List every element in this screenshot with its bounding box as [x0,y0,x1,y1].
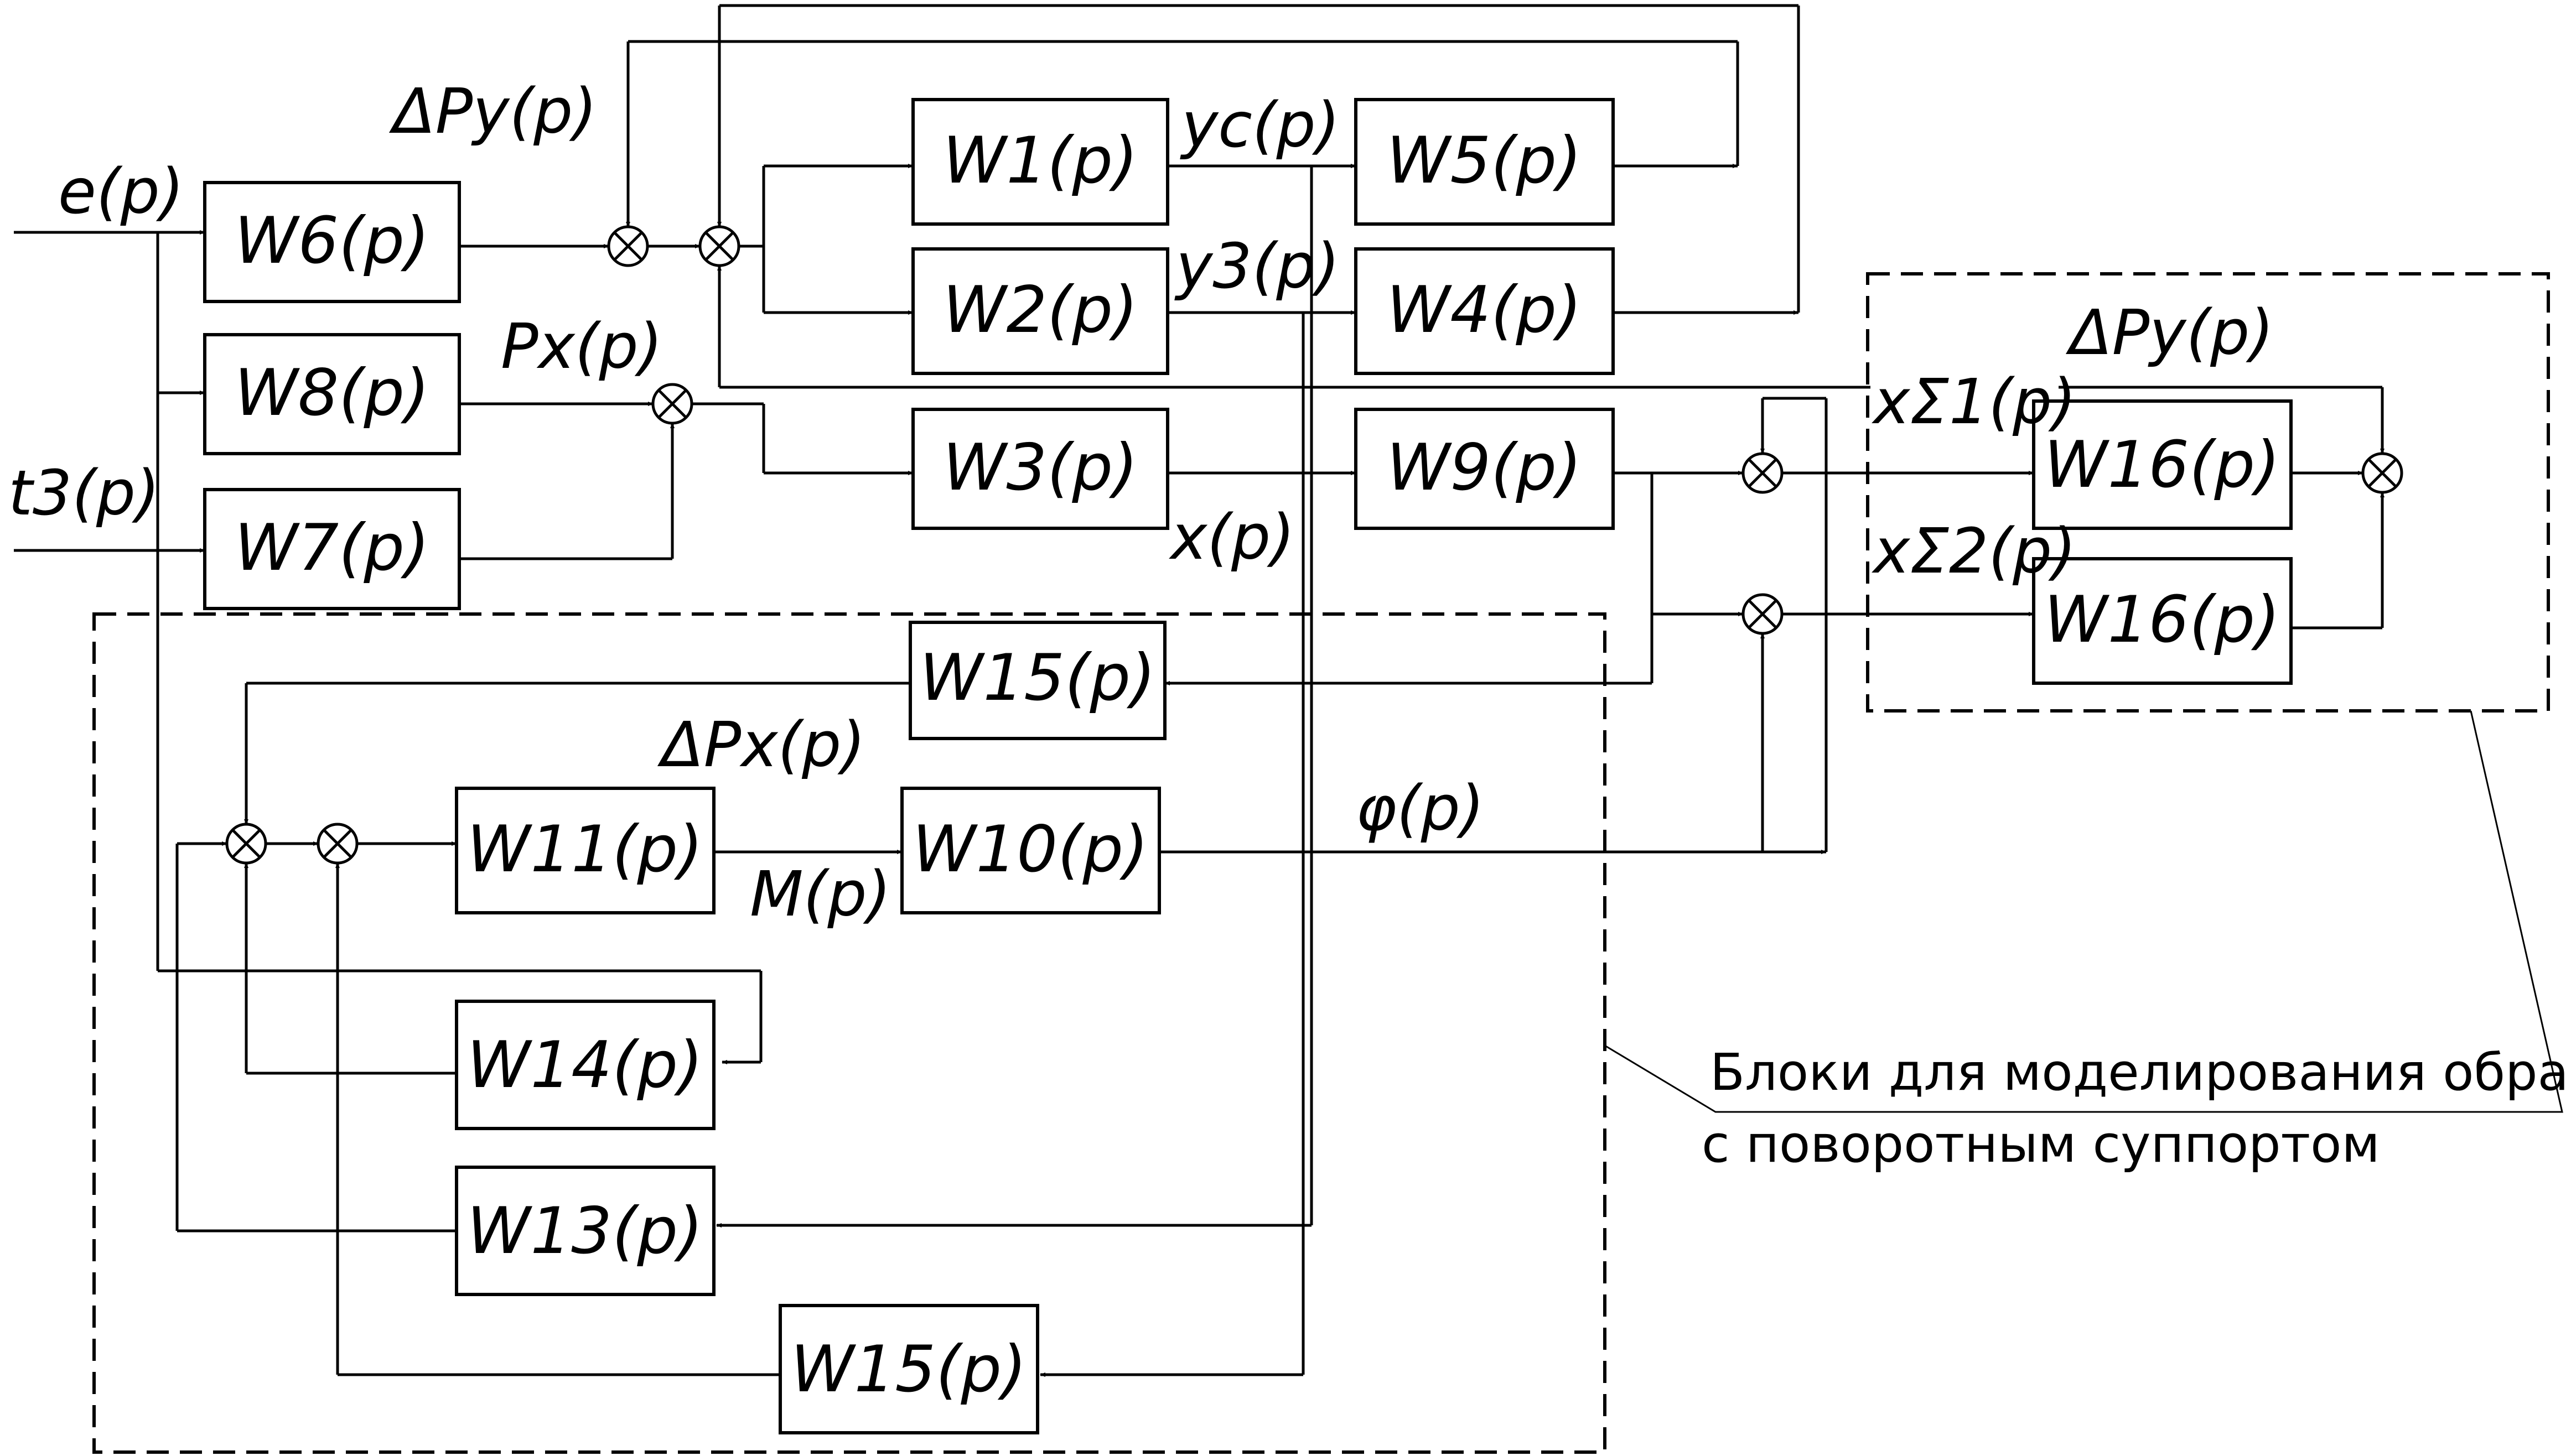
rotary-support-region-left [92,612,1606,1454]
signal-x: x(p) [1169,502,1295,574]
signal-px: Px(p) [501,311,662,383]
signal-delta-py-top: ΔPy(p) [388,76,597,148]
signal-x-sigma-1: xΣ1(p) [1872,366,2076,438]
block-w13: W13(p) [455,1166,716,1296]
block-w10-label: W10(p) [913,812,1148,887]
sum-junction-5 [1741,593,1784,635]
block-w9: W9(p) [1354,408,1615,530]
block-w2: W2(p) [911,247,1169,375]
block-w7-label: W7(p) [235,511,430,585]
block-w8-label: W8(p) [235,356,430,430]
summing-junctions [225,225,2403,865]
block-w13-label: W13(p) [467,1194,703,1268]
sum-junction-1 [607,225,649,267]
block-w5-label: W5(p) [1387,123,1582,198]
note-line-1: Блоки для моделирования обработки [1710,1043,2571,1102]
signal-x-sigma-2: xΣ2(p) [1872,516,2076,587]
signal-e: e(p) [58,156,184,228]
block-w11: W11(p) [455,787,716,914]
block-w4-label: W4(p) [1387,273,1582,347]
block-w3: W3(p) [911,408,1169,530]
block-w4: W4(p) [1354,247,1615,375]
block-w14-label: W14(p) [467,1028,703,1103]
block-w15-lower-label: W15(p) [791,1332,1027,1407]
block-w16-lower: W16(p) [2032,557,2293,685]
signal-t3: t3(p) [8,457,160,529]
sum-junction-lower-1 [225,823,267,865]
signal-delta-px: ΔPx(p) [657,709,865,781]
block-w1-label: W1(p) [943,123,1138,198]
signal-y3: y3(p) [1174,231,1340,303]
rotary-support-region-right [1866,272,2550,713]
block-w6-label: W6(p) [235,204,430,278]
note-line-2: с поворотным суппортом [1702,1115,2380,1174]
block-w15-lower: W15(p) [779,1304,1039,1434]
block-w2-label: W2(p) [943,273,1138,347]
signal-phi: φ(p) [1356,773,1484,845]
block-w15-upper-label: W15(p) [920,641,1155,715]
block-w11-label: W11(p) [467,812,703,887]
block-w5: W5(p) [1354,98,1615,226]
block-w16-lower-label: W16(p) [2044,583,2280,657]
block-w8: W8(p) [203,333,461,455]
block-w15-upper: W15(p) [909,621,1167,740]
connections [14,4,2385,1377]
block-w10: W10(p) [900,787,1161,914]
sum-junction-2 [698,225,740,267]
sum-junction-4 [1741,452,1784,494]
block-w6: W6(p) [203,181,461,303]
sum-junction-3 [651,383,693,425]
signal-yc: yc(p) [1180,90,1340,162]
block-w16-upper-label: W16(p) [2044,428,2280,502]
signal-delta-py-right: ΔPy(p) [2065,297,2274,369]
block-w7: W7(p) [203,488,461,610]
block-w3-label: W3(p) [943,430,1138,505]
signal-m: M(p) [750,859,891,930]
block-w14: W14(p) [455,1000,716,1130]
block-w16-upper: W16(p) [2032,399,2293,530]
sum-junction-lower-2 [317,823,359,865]
block-w1: W1(p) [911,98,1169,226]
sum-junction-output [2361,452,2403,494]
block-w9-label: W9(p) [1387,430,1582,505]
note-leader-line [1604,710,2563,1113]
